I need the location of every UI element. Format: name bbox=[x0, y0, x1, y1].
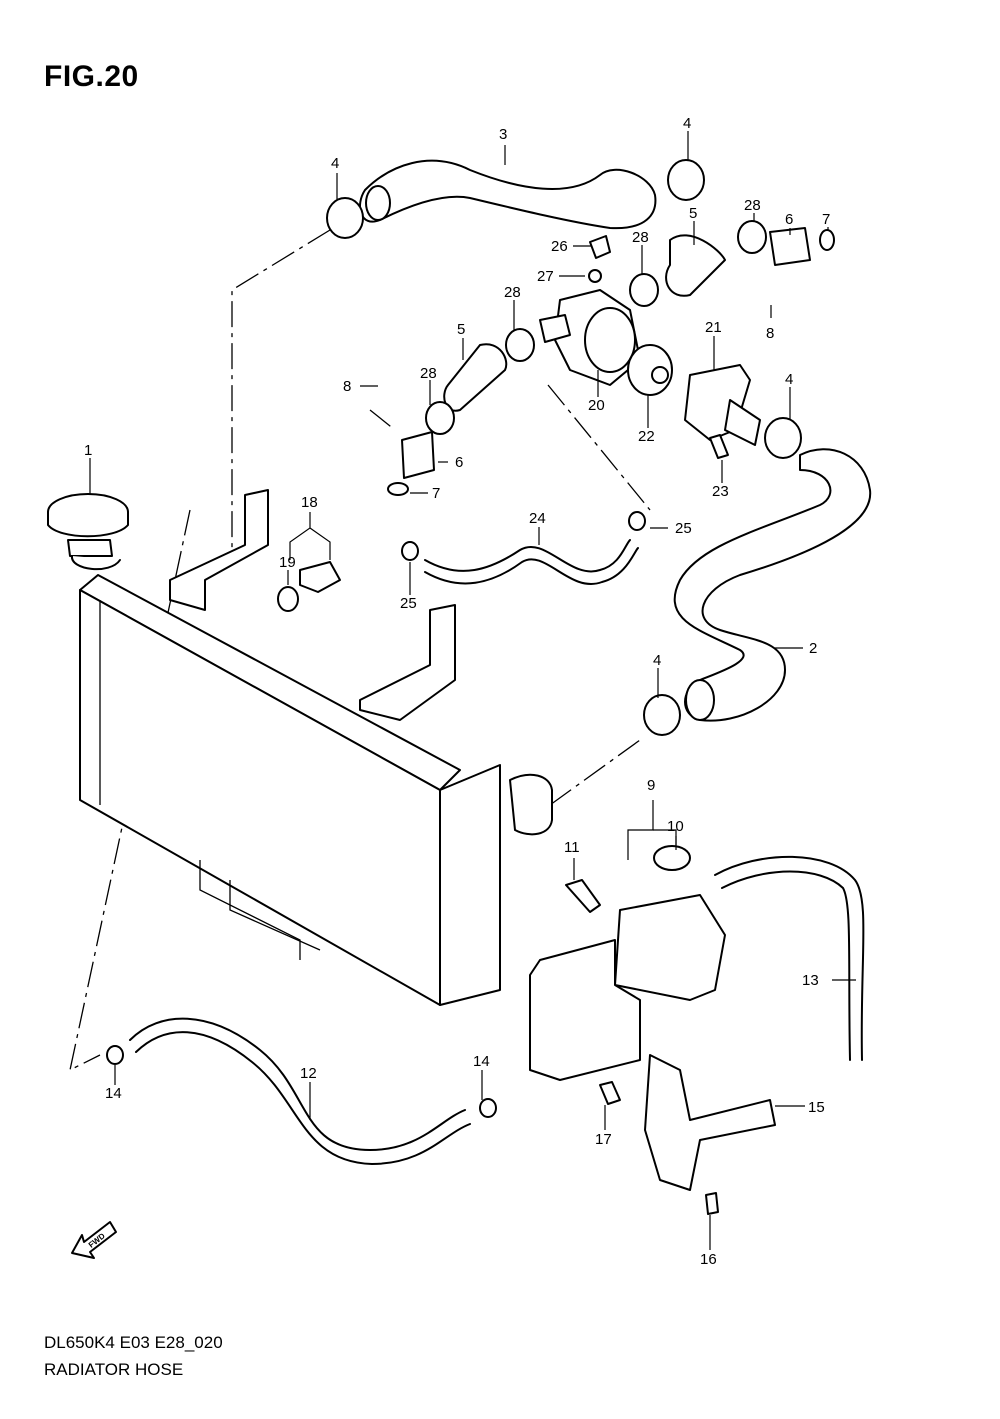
thermostat-cover bbox=[684, 364, 761, 446]
callout-14-a: 14 bbox=[105, 1085, 122, 1102]
pipe-6-left bbox=[401, 431, 435, 479]
clamp-4-a bbox=[326, 197, 364, 239]
callout-20: 20 bbox=[588, 397, 605, 414]
model-code: DL650K4 E03 E28_020 bbox=[44, 1333, 223, 1352]
callout-7-a: 7 bbox=[822, 211, 830, 228]
thermo-switch-18 bbox=[299, 561, 341, 593]
callout-18: 18 bbox=[301, 494, 318, 511]
callout-13: 13 bbox=[802, 972, 819, 989]
callout-19: 19 bbox=[279, 554, 296, 571]
callout-4-c: 4 bbox=[785, 371, 793, 388]
thermostat bbox=[627, 344, 673, 396]
thermostat-housing bbox=[539, 289, 641, 386]
callout-24: 24 bbox=[529, 510, 546, 527]
leader-lines bbox=[89, 131, 856, 1250]
callout-1: 1 bbox=[84, 442, 92, 459]
lower-hose bbox=[673, 448, 872, 722]
radiator bbox=[47, 489, 553, 1006]
clamp-28-d bbox=[425, 401, 455, 435]
callout-8-a: 8 bbox=[343, 378, 351, 395]
callout-27: 27 bbox=[537, 268, 554, 285]
callout-5-b: 5 bbox=[457, 321, 465, 338]
clamp-4-b bbox=[667, 159, 705, 201]
o-ring-19 bbox=[277, 586, 299, 612]
callout-25-b: 25 bbox=[400, 595, 417, 612]
bracket-15 bbox=[644, 1054, 776, 1191]
callout-21: 21 bbox=[705, 319, 722, 336]
o-ring-7-right bbox=[819, 229, 835, 251]
reservoir-tank bbox=[529, 845, 726, 1081]
callout-6-a: 6 bbox=[785, 211, 793, 228]
callout-28-b: 28 bbox=[632, 229, 649, 246]
callout-28-d: 28 bbox=[420, 365, 437, 382]
clamp-28-c bbox=[505, 328, 535, 362]
clamp-28-a bbox=[737, 220, 767, 254]
callout-7-b: 7 bbox=[432, 485, 440, 502]
hose-5-upper bbox=[665, 234, 726, 297]
callout-22: 22 bbox=[638, 428, 655, 445]
o-ring-7-left bbox=[387, 482, 409, 496]
bolts bbox=[565, 235, 729, 1215]
pipe-6-right bbox=[769, 227, 811, 266]
clamp-25-a bbox=[401, 541, 419, 561]
callout-28-c: 28 bbox=[504, 284, 521, 301]
callout-10: 10 bbox=[667, 818, 684, 835]
callout-4-a: 4 bbox=[331, 155, 339, 172]
hose-24 bbox=[424, 539, 631, 573]
hose-clamps bbox=[106, 159, 802, 1118]
clamp-28-b bbox=[629, 273, 659, 307]
clamp-14-a bbox=[106, 1045, 124, 1065]
callout-14-b: 14 bbox=[473, 1053, 490, 1070]
callout-16: 16 bbox=[700, 1251, 717, 1268]
fwd-arrow-icon: FWD bbox=[71, 1221, 117, 1259]
callout-26: 26 bbox=[551, 238, 568, 255]
clamp-4-d bbox=[643, 694, 681, 736]
callout-5-a: 5 bbox=[689, 205, 697, 222]
callout-4-b: 4 bbox=[683, 115, 691, 132]
hose-12 bbox=[129, 1017, 466, 1151]
diagram-name: RADIATOR HOSE bbox=[44, 1360, 184, 1379]
upper-hose bbox=[359, 159, 657, 230]
callout-25-a: 25 bbox=[675, 520, 692, 537]
hose-13 bbox=[714, 855, 865, 1061]
callout-4-d: 4 bbox=[653, 652, 661, 669]
clamp-14-b bbox=[479, 1098, 497, 1118]
figure-title: FIG.20 bbox=[44, 60, 139, 93]
clamp-4-c bbox=[764, 417, 802, 459]
callout-28-a: 28 bbox=[744, 197, 761, 214]
callout-6-b: 6 bbox=[455, 454, 463, 471]
callout-8-b: 8 bbox=[766, 325, 774, 342]
callout-17: 17 bbox=[595, 1131, 612, 1148]
callout-11: 11 bbox=[564, 839, 580, 856]
callout-2: 2 bbox=[809, 640, 817, 657]
callout-9: 9 bbox=[647, 777, 655, 794]
callout-15: 15 bbox=[808, 1099, 825, 1116]
clamp-25-b bbox=[628, 511, 646, 531]
callouts: 1 2 3 4 4 4 4 5 5 6 6 7 7 8 8 9 10 11 12… bbox=[84, 115, 830, 1268]
callout-23: 23 bbox=[712, 483, 729, 500]
callout-12: 12 bbox=[300, 1065, 317, 1082]
callout-3: 3 bbox=[499, 126, 507, 143]
hose-5-lower bbox=[443, 343, 508, 412]
